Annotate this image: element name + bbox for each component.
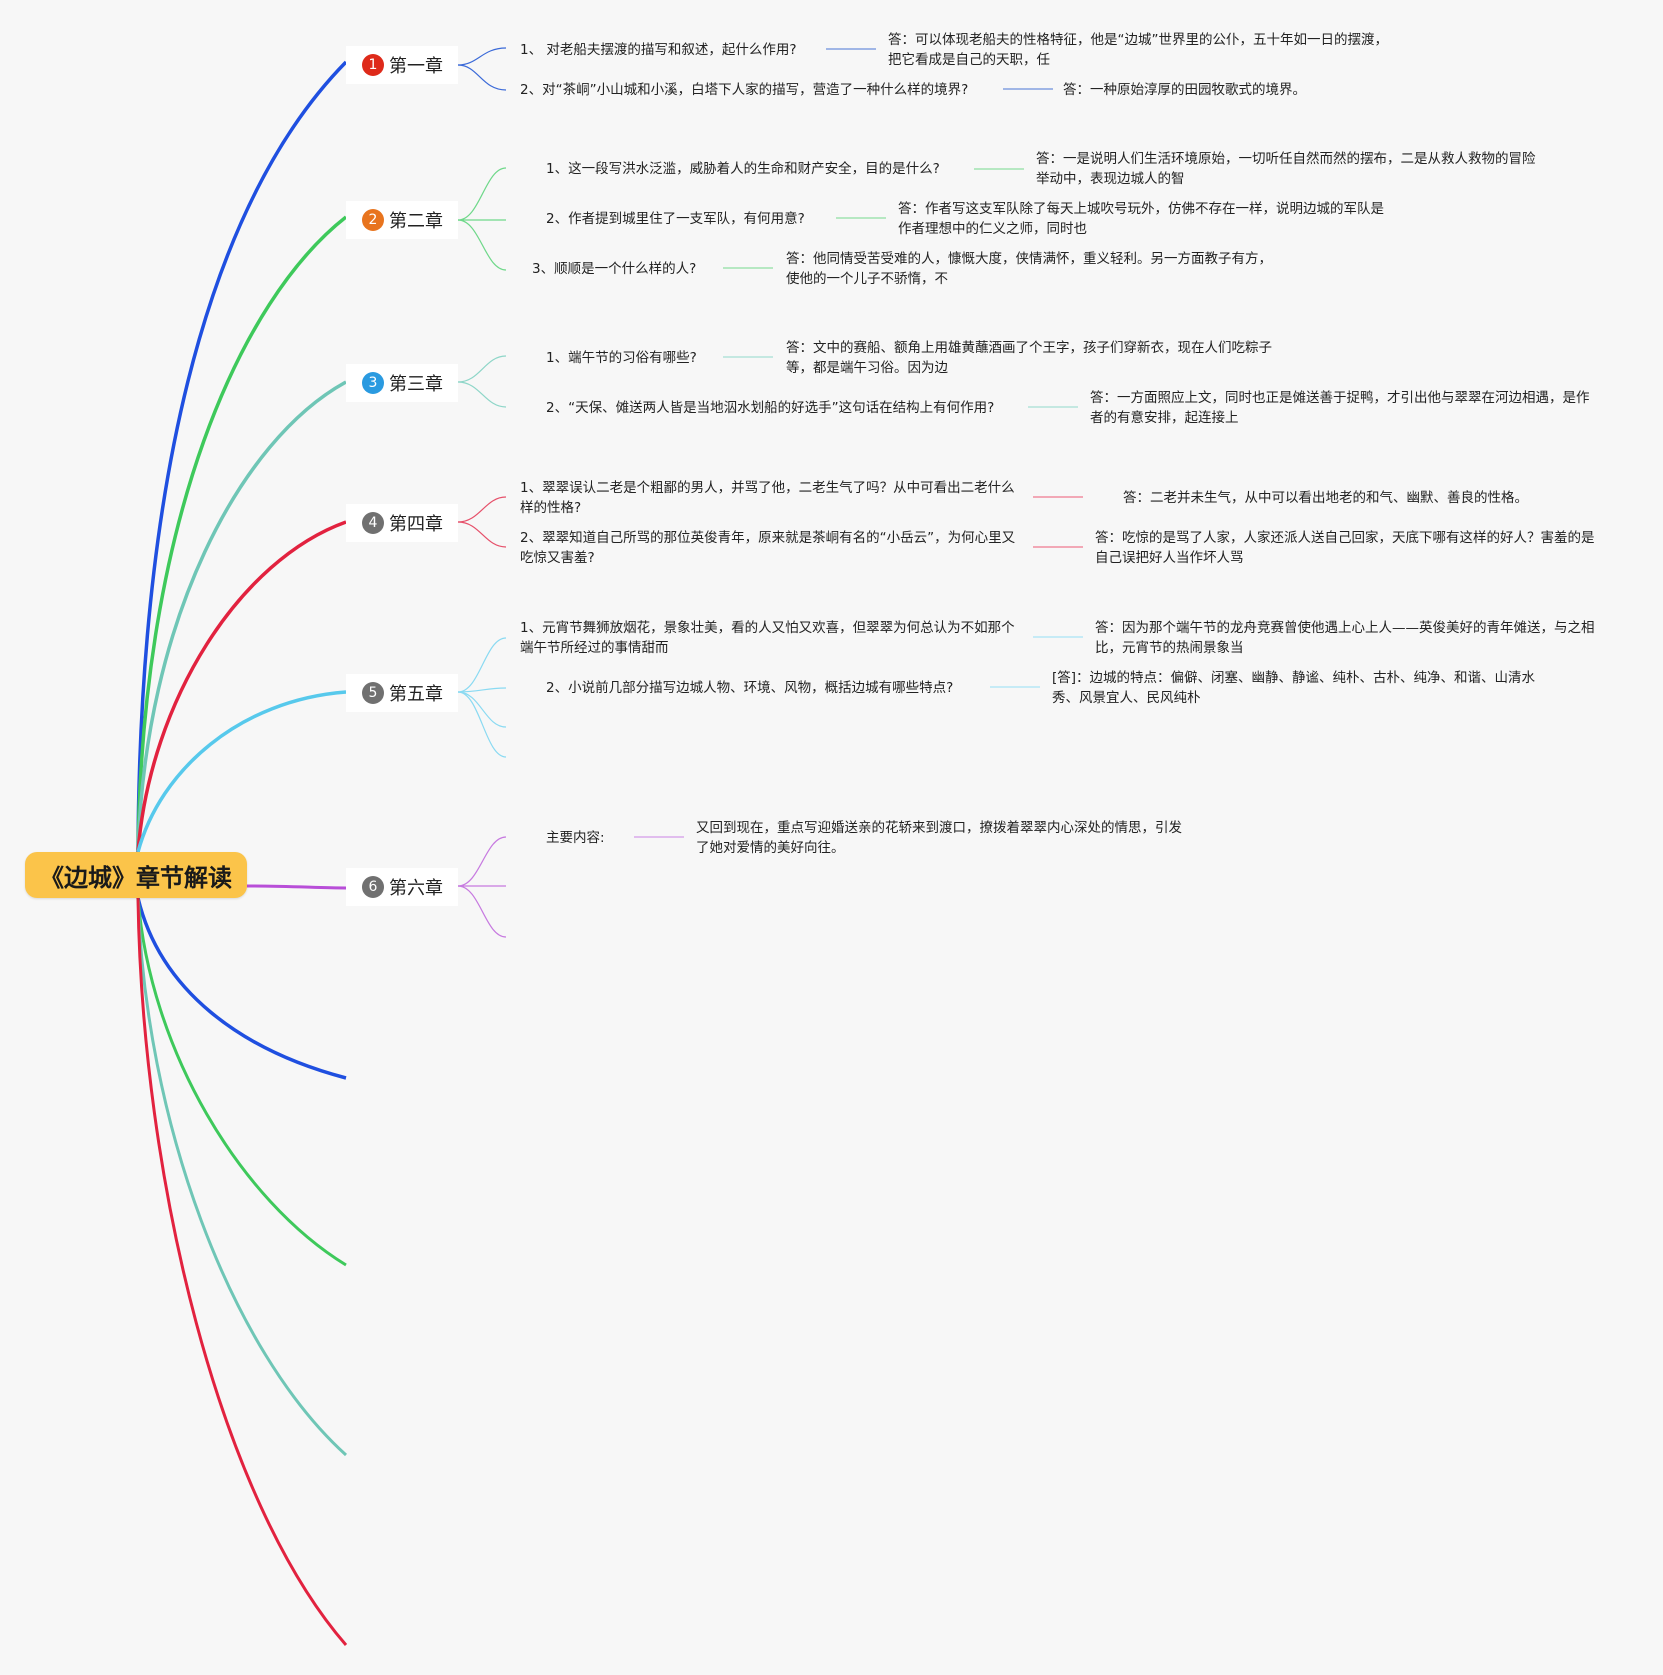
branch-line-ch6 bbox=[246, 884, 347, 890]
question-ch4-1[interactable]: 1、翠翠误认二老是个粗鄙的男人，并骂了他，二老生气了吗？从中可看出二老什么样的性… bbox=[520, 480, 1015, 516]
fan-ch5-2 bbox=[457, 687, 507, 693]
question-ch1-1[interactable]: 1、 对老船夫摆渡的描写和叙述，起什么作用? bbox=[520, 42, 797, 58]
number-badge-6-icon: 6 bbox=[362, 876, 384, 898]
branch-line-ch2 bbox=[136, 215, 348, 853]
fan-ch3-2 bbox=[457, 381, 507, 408]
chapter-node-1[interactable]: 1 第一章 bbox=[346, 46, 458, 84]
answer-ch1-1[interactable]: 答：可以体现老船夫的性格特征，他是“边城”世界里的公仆，五十年如一日的摆渡，把它… bbox=[888, 32, 1388, 68]
chapter-node-4[interactable]: 4 第四章 bbox=[346, 504, 458, 542]
branch-line-empty-4 bbox=[136, 897, 348, 1646]
question-ch2-1[interactable]: 1、这一段写洪水泛滥，威胁着人的生命和财产安全，目的是什么? bbox=[546, 161, 940, 177]
branch-line-ch5 bbox=[136, 690, 347, 853]
question-ch2-3[interactable]: 3、顺顺是一个什么样的人? bbox=[532, 261, 697, 277]
answer-ch3-2[interactable]: 答：一方面照应上文，同时也正是傩送善于捉鸭，才引出他与翠翠在河边相遇，是作者的有… bbox=[1090, 390, 1590, 426]
chapter-node-6[interactable]: 6 第六章 bbox=[346, 868, 458, 906]
fan-ch2-1 bbox=[457, 167, 507, 221]
question-ch1-2[interactable]: 2、对“茶峒”小山城和小溪，白塔下人家的描写，营造了一种什么样的境界? bbox=[520, 82, 969, 98]
answer-ch3-1[interactable]: 答：文中的赛船、额角上用雄黄蘸酒画了个王字，孩子们穿新衣，现在人们吃粽子等，都是… bbox=[786, 340, 1272, 376]
branch-line-empty-1 bbox=[136, 897, 347, 1080]
number-badge-1-icon: 1 bbox=[362, 54, 384, 76]
chapter-label-5: 第五章 bbox=[389, 684, 443, 705]
main-content-label[interactable]: 主要内容: bbox=[546, 830, 605, 846]
fan-ch1-2 bbox=[457, 64, 507, 91]
branch-line-ch4 bbox=[136, 520, 347, 853]
number-badge-5-icon: 5 bbox=[362, 682, 384, 704]
answer-ch1-2[interactable]: 答：一种原始淳厚的田园牧歌式的境界。 bbox=[1063, 82, 1306, 98]
branch-line-ch3 bbox=[136, 380, 347, 853]
root-topic[interactable]: 《边城》章节解读 bbox=[25, 852, 247, 898]
chapter-node-5[interactable]: 5 第五章 bbox=[346, 674, 458, 712]
chapter-node-2[interactable]: 2 第二章 bbox=[346, 201, 458, 239]
main-content-text[interactable]: 又回到现在，重点写迎婚送亲的花轿来到渡口，撩拨着翠翠内心深处的情思，引发了她对爱… bbox=[696, 820, 1182, 856]
chapter-label-6: 第六章 bbox=[389, 878, 443, 899]
fan-ch6-3 bbox=[457, 885, 507, 938]
question-ch5-1[interactable]: 1、元宵节舞狮放烟花，景象壮美，看的人又怕又欢喜，但翠翠为何总认为不如那个端午节… bbox=[520, 620, 1015, 656]
question-ch3-1[interactable]: 1、端午节的习俗有哪些? bbox=[546, 350, 697, 366]
chapter-label-3: 第三章 bbox=[389, 374, 443, 395]
number-badge-3-icon: 3 bbox=[362, 372, 384, 394]
fan-ch4-1 bbox=[457, 496, 507, 523]
fan-ch2-3 bbox=[457, 219, 507, 271]
chapter-node-3[interactable]: 3 第三章 bbox=[346, 364, 458, 402]
fan-ch5-4 bbox=[457, 691, 507, 758]
fan-ch5-1 bbox=[457, 637, 507, 693]
fan-ch6-1 bbox=[457, 836, 507, 887]
root-title: 《边城》章节解读 bbox=[40, 863, 232, 892]
question-ch5-2[interactable]: 2、小说前几部分描写边城人物、环境、风物，概括边城有哪些特点? bbox=[546, 680, 954, 696]
chapter-label-1: 第一章 bbox=[389, 56, 443, 77]
question-ch4-2[interactable]: 2、翠翠知道自己所骂的那位英俊青年，原来就是茶峒有名的“小岳云”，为何心里又吃惊… bbox=[520, 530, 1016, 566]
answer-ch5-2[interactable]: [答]：边城的特点：偏僻、闭塞、幽静、静谧、纯朴、古朴、纯净、和谐、山清水秀、风… bbox=[1052, 670, 1536, 706]
fan-ch4-2 bbox=[457, 521, 507, 548]
fan-ch3-1 bbox=[457, 355, 507, 383]
answer-ch2-3[interactable]: 答：他同情受苦受难的人，慷慨大度，侠情满怀，重义轻利。另一方面教子有方，使他的一… bbox=[786, 251, 1272, 287]
question-ch3-2[interactable]: 2、“天保、傩送两人皆是当地泅水划船的好选手”这句话在结构上有何作用? bbox=[546, 400, 995, 416]
answer-ch4-2[interactable]: 答：吃惊的是骂了人家，人家还派人送自己回家，天底下哪有这样的好人？害羞的是自己误… bbox=[1095, 530, 1595, 566]
number-badge-2-icon: 2 bbox=[362, 209, 384, 231]
fan-ch5-3 bbox=[457, 691, 507, 728]
answer-ch4-1[interactable]: 答：二老并未生气，从中可以看出地老的和气、幽默、善良的性格。 bbox=[1123, 490, 1528, 506]
branch-line-ch1 bbox=[136, 60, 348, 853]
answer-ch2-1[interactable]: 答：一是说明人们生活环境原始，一切听任自然而然的摆布，二是从救人救物的冒险举动中… bbox=[1036, 151, 1536, 187]
answer-ch5-1[interactable]: 答：因为那个端午节的龙舟竞赛曾使他遇上心上人——英俊美好的青年傩送，与之相比，元… bbox=[1095, 620, 1595, 656]
fan-ch1-1 bbox=[457, 47, 507, 66]
chapter-label-2: 第二章 bbox=[389, 211, 443, 232]
branch-line-empty-2 bbox=[136, 897, 347, 1267]
chapter-label-4: 第四章 bbox=[389, 514, 443, 535]
branch-line-empty-3 bbox=[136, 897, 348, 1457]
question-ch2-2[interactable]: 2、作者提到城里住了一支军队，有何用意? bbox=[546, 211, 805, 227]
number-badge-4-icon: 4 bbox=[362, 512, 384, 534]
answer-ch2-2[interactable]: 答：作者写这支军队除了每天上城吹号玩外，仿佛不存在一样，说明边城的军队是作者理想… bbox=[898, 201, 1384, 237]
